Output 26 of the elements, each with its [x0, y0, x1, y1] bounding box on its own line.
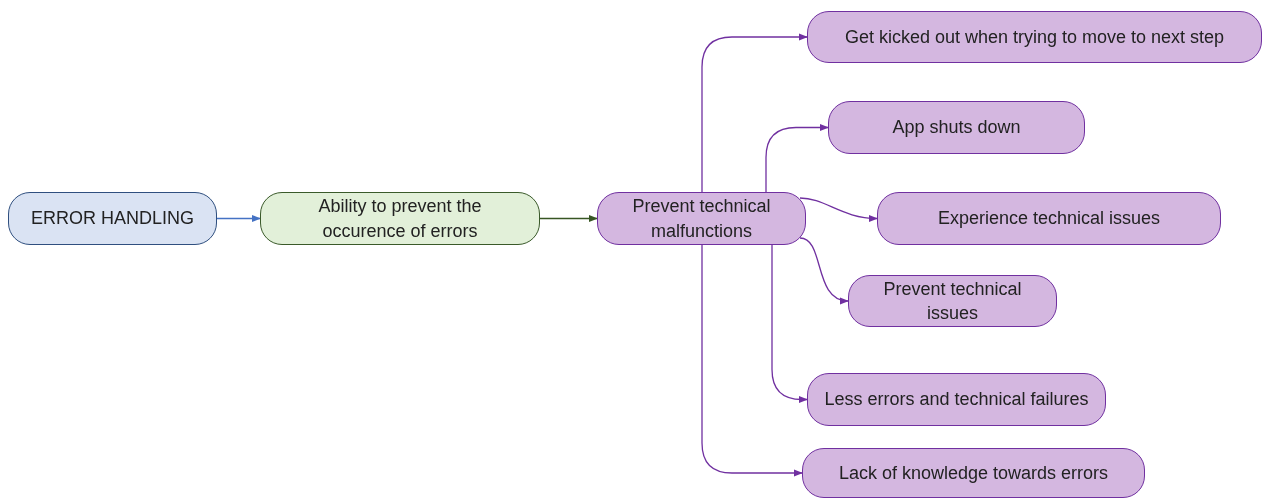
process-box: [597, 192, 806, 245]
arrow: [216, 214, 261, 223]
node-label: Less errors and technical failures: [824, 388, 1089, 412]
arrow: [701, 244, 803, 477]
process-box: [8, 192, 217, 245]
node-label: Get kicked out when trying to move to next step: [844, 25, 1225, 49]
node-label: Lack of knowledge towards errors: [838, 461, 1109, 485]
arrow: [771, 244, 808, 404]
node-label: ERROR HANDLING: [31, 207, 194, 231]
node-label: App shuts down: [892, 116, 1021, 140]
arrow: [701, 33, 808, 193]
node-label: Experience technical issues: [937, 207, 1161, 231]
node-label: Ability to prevent the occurence of errors: [317, 195, 483, 243]
process-box: [828, 101, 1085, 154]
process-box: [807, 373, 1106, 426]
arrow: [539, 214, 598, 223]
process-box: [807, 11, 1262, 63]
process-box: [877, 192, 1221, 245]
arrow: [765, 123, 829, 193]
process-box: [802, 448, 1145, 498]
process-box: [260, 192, 540, 245]
arrow: [799, 237, 849, 304]
process-box: [848, 275, 1057, 327]
arrow: [799, 197, 878, 222]
node-label: Prevent technical malfunctions: [631, 195, 772, 243]
node-label: Prevent technical issues: [882, 277, 1023, 325]
